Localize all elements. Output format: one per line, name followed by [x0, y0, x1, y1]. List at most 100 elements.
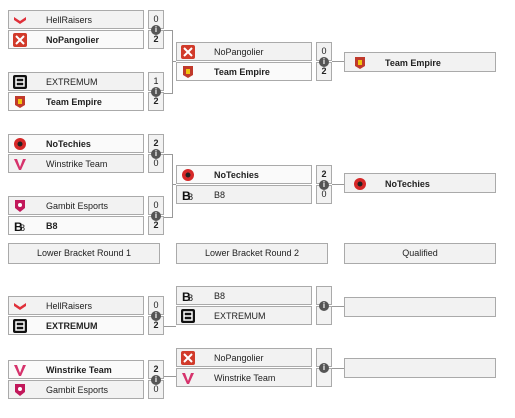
team-score: 2 [148, 30, 164, 49]
gambit-icon [13, 199, 27, 213]
team-row[interactable]: Team Empire [176, 62, 312, 81]
bracket-connector [332, 306, 344, 308]
match-info-icon[interactable]: i [319, 57, 329, 67]
team-score: 0 [316, 42, 332, 61]
match-info-icon[interactable]: i [151, 25, 161, 35]
hellraisers-icon [13, 13, 27, 27]
round-header-qualified: Qualified [344, 243, 496, 264]
team-name: HellRaisers [46, 301, 93, 311]
winstrike-icon [13, 157, 27, 171]
svg-text:B: B [14, 220, 23, 233]
team-name: HellRaisers [46, 15, 93, 25]
team-name: NoTechies [214, 170, 259, 180]
team-row[interactable]: Winstrike Team [176, 368, 312, 387]
round-header-lower-round2: Lower Bracket Round 2 [176, 243, 328, 264]
team-empire-icon [353, 56, 367, 70]
team-name: B8 [214, 190, 226, 200]
team-name: Team Empire [46, 97, 102, 107]
svg-text:B: B [182, 189, 191, 202]
bracket-connector [332, 184, 344, 186]
team-row[interactable]: HellRaisers [8, 296, 144, 315]
team-row[interactable]: NoPangolier [176, 42, 312, 61]
match-info-icon[interactable]: i [151, 211, 161, 221]
team-name: NoTechies [46, 139, 91, 149]
hellraisers-icon [13, 299, 27, 313]
team-row[interactable]: EXTREMUM [176, 306, 312, 325]
match-info-icon[interactable]: i [319, 180, 329, 190]
team-empire-icon [181, 65, 195, 79]
extremum-icon [181, 309, 195, 323]
team-name: NoPangolier [214, 353, 264, 363]
team-row[interactable]: Gambit Esports [8, 380, 144, 399]
team-row[interactable]: EXTREMUM [8, 72, 144, 91]
nopangolier-icon [181, 45, 195, 59]
gambit-icon [13, 383, 27, 397]
team-score: 0 [316, 185, 332, 204]
svg-text:B: B [182, 290, 191, 303]
bracket-connector [332, 368, 344, 370]
team-name: EXTREMUM [46, 77, 98, 87]
svg-text:8: 8 [188, 293, 193, 303]
team-row[interactable]: Winstrike Team [8, 360, 144, 379]
team-name: NoPangolier [46, 35, 100, 45]
notechies-icon [181, 168, 195, 182]
team-row[interactable]: Team Empire [8, 92, 144, 111]
team-row[interactable]: NoTechies [8, 134, 144, 153]
svg-text:8: 8 [20, 223, 25, 233]
notechies-icon [13, 137, 27, 151]
qualified-slot-empty [344, 358, 496, 378]
qualified-slot-empty [344, 297, 496, 317]
team-row[interactable]: EXTREMUM [8, 316, 144, 335]
team-score: 0 [148, 154, 164, 173]
team-row[interactable]: NoTechies [176, 165, 312, 184]
team-score: 1 [148, 72, 164, 91]
notechies-icon [353, 177, 367, 191]
qualified-team-name: NoTechies [385, 179, 430, 189]
nopangolier-icon [181, 351, 195, 365]
match-info-icon[interactable]: i [151, 87, 161, 97]
team-name: Winstrike Team [214, 373, 276, 383]
team-row[interactable]: NoPangolier [176, 348, 312, 367]
team-name: Winstrike Team [46, 159, 108, 169]
team-row[interactable]: HellRaisers [8, 10, 144, 29]
match-info-icon[interactable]: i [151, 375, 161, 385]
team-name: B8 [214, 291, 226, 301]
bracket-connector [164, 376, 176, 378]
match-info-icon[interactable]: i [319, 301, 329, 311]
winstrike-icon [13, 363, 27, 377]
winstrike-icon [181, 371, 195, 385]
nopangolier-icon [13, 33, 27, 47]
team-row[interactable]: NoPangolier [8, 30, 144, 49]
team-name: NoPangolier [214, 47, 264, 57]
extremum-icon [13, 319, 27, 333]
bracket-connector [164, 154, 173, 218]
team-name: B8 [46, 221, 58, 231]
team-name: Winstrike Team [46, 365, 112, 375]
match-info-icon[interactable]: i [151, 311, 161, 321]
match-info-icon[interactable]: i [151, 149, 161, 159]
team-name: Gambit Esports [46, 385, 109, 395]
qualified-slot[interactable]: NoTechies [344, 173, 496, 193]
team-row[interactable]: Gambit Esports [8, 196, 144, 215]
bracket-connector [164, 30, 173, 94]
qualified-slot[interactable]: Team Empire [344, 52, 496, 72]
match-info-icon[interactable]: i [319, 363, 329, 373]
team-row[interactable]: Winstrike Team [8, 154, 144, 173]
team-name: EXTREMUM [214, 311, 266, 321]
bracket-connector [164, 326, 176, 328]
team-name: Team Empire [214, 67, 270, 77]
bracket-connector [172, 61, 176, 63]
qualified-team-name: Team Empire [385, 58, 441, 68]
team-name: Gambit Esports [46, 201, 109, 211]
svg-text:8: 8 [188, 192, 193, 202]
extremum-icon [13, 75, 27, 89]
bracket-connector [332, 61, 344, 63]
team-empire-icon [13, 95, 27, 109]
team-name: EXTREMUM [46, 321, 98, 331]
